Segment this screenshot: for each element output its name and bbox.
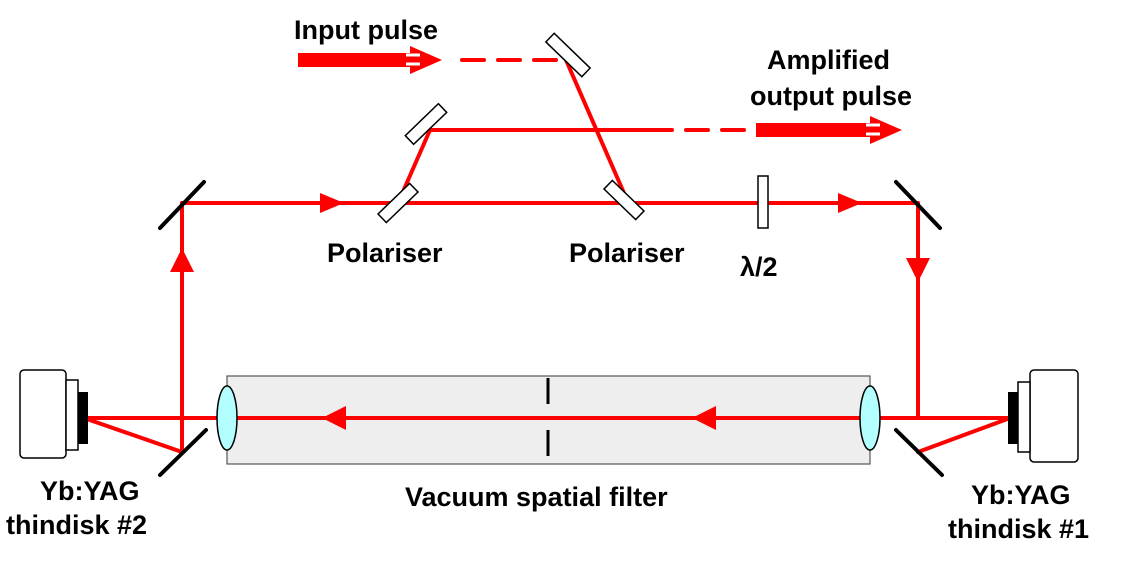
- label-vacuum-spatial-filter: Vacuum spatial filter: [405, 482, 668, 512]
- mirror-top-right: [894, 180, 942, 230]
- label-half-wave-plate: λ/2: [740, 252, 778, 282]
- mirror-top-left: [158, 180, 206, 230]
- label-polariser-right: Polariser: [569, 238, 685, 268]
- label-polariser-left: Polariser: [327, 238, 443, 268]
- output-steering-mirror: [404, 102, 448, 146]
- disk2-face: [78, 392, 88, 444]
- arrowhead-filter-right: [692, 406, 716, 430]
- output-arrow: [756, 116, 902, 144]
- beam-disk2-return: [82, 416, 184, 454]
- input-steering-mirror: [544, 32, 592, 78]
- disk2-flange: [65, 379, 79, 451]
- arrowhead-top-ring-right: [838, 193, 862, 213]
- disk2-housing: [19, 369, 67, 459]
- label-disk1-line1: Yb:YAG: [971, 480, 1071, 510]
- thindisk-2-head: [19, 369, 88, 459]
- mirror-bottom-left: [158, 428, 208, 477]
- arrowhead-right-down: [906, 258, 930, 282]
- label-amplified: Amplified: [767, 45, 890, 75]
- beam-disk1-return: [916, 416, 1012, 454]
- polariser-left: [376, 182, 420, 224]
- arrowhead-top-ring-left: [320, 193, 344, 213]
- mirror-bottom-right: [894, 428, 944, 477]
- input-arrow: [298, 46, 442, 74]
- thindisk-1-head: [1008, 369, 1079, 463]
- label-disk2-line2: thindisk #2: [6, 510, 147, 540]
- beam-paths: [82, 58, 1012, 454]
- label-disk2-line1: Yb:YAG: [40, 476, 140, 506]
- label-disk1-line2: thindisk #1: [948, 514, 1089, 544]
- label-input-pulse: Input pulse: [294, 15, 438, 45]
- half-wave-plate: [757, 175, 769, 229]
- beam-direction-arrows: [170, 193, 930, 430]
- polariser-right: [602, 179, 646, 221]
- disk1-housing: [1029, 369, 1079, 463]
- mirrors: [158, 180, 944, 477]
- disk1-face: [1008, 392, 1018, 444]
- label-output-pulse: output pulse: [750, 81, 912, 111]
- arrowhead-filter-left: [322, 406, 346, 430]
- arrowhead-left-up: [170, 248, 194, 272]
- lens-left: [216, 385, 238, 451]
- disk1-flange: [1017, 381, 1031, 453]
- lens-right: [859, 385, 881, 451]
